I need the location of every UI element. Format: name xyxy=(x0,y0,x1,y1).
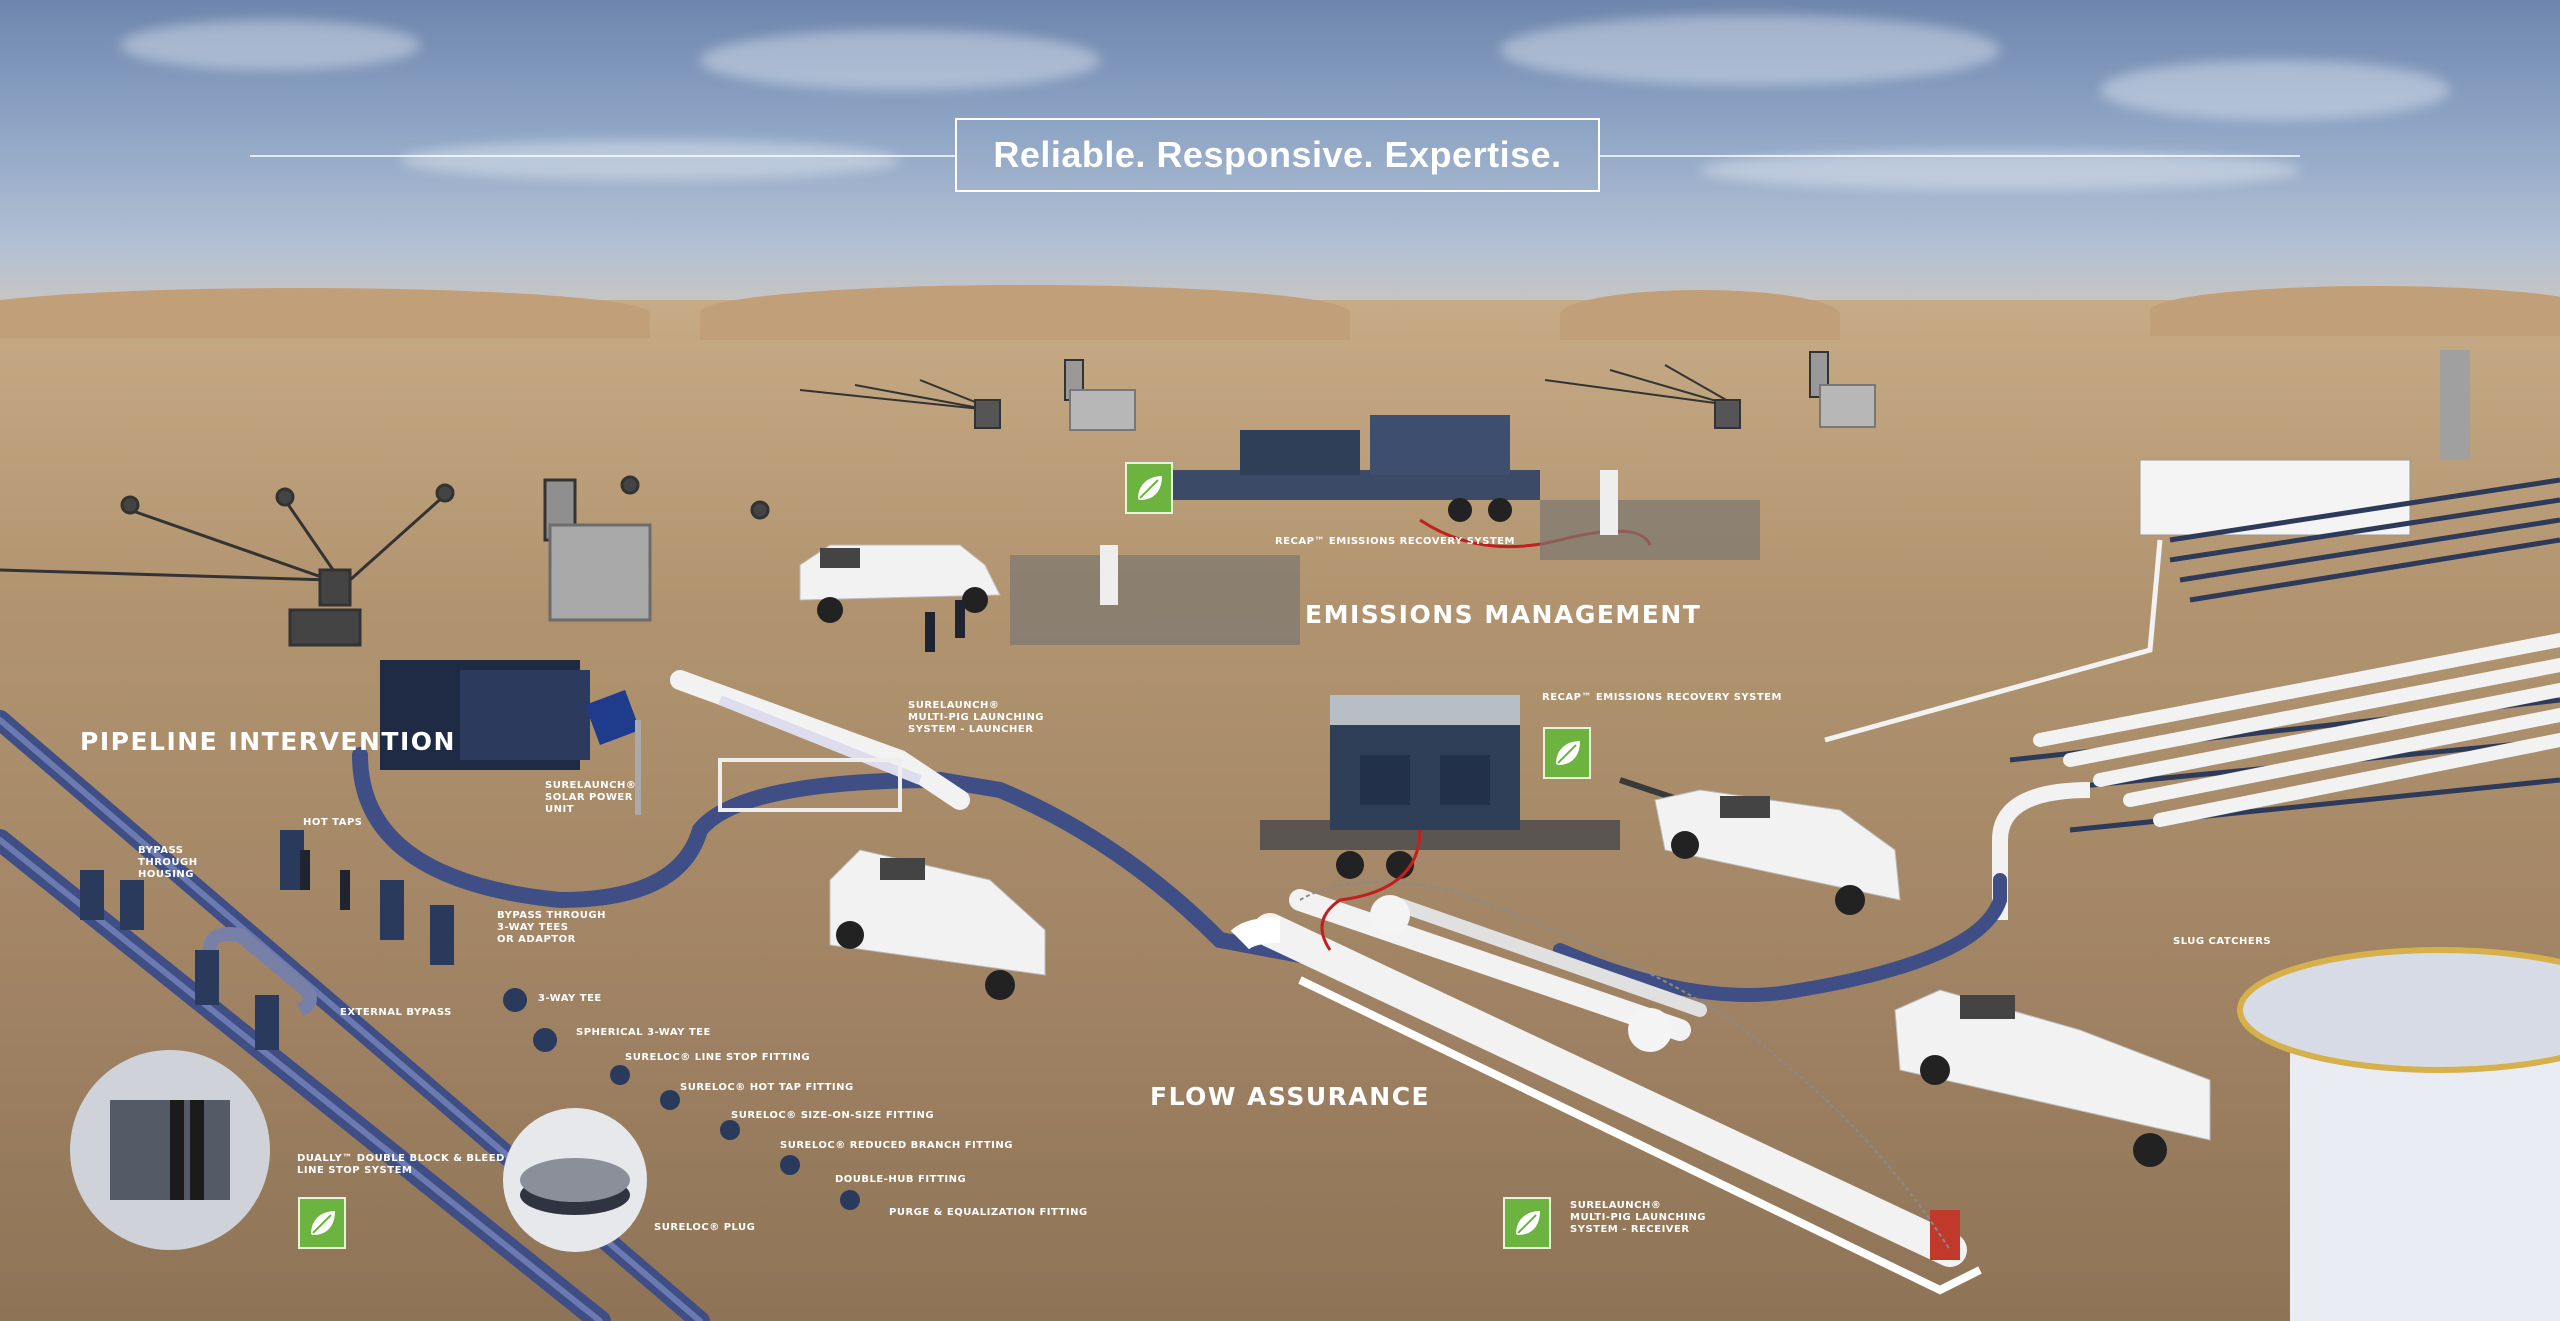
hill xyxy=(2150,286,2560,336)
recap-trailer-mid xyxy=(1260,695,1681,951)
label-hot-tap-fitting: SURELOC® HOT TAP FITTING xyxy=(680,1082,854,1093)
label-recap-mid: RECAP™ EMISSIONS RECOVERY SYSTEM xyxy=(1542,692,1782,703)
label-reduced-branch: SURELOC® REDUCED BRANCH FITTING xyxy=(780,1140,1013,1151)
label-three-way-tee: 3-WAY TEE xyxy=(538,993,602,1004)
hill xyxy=(700,285,1350,340)
label-hot-taps: HOT TAPS xyxy=(303,817,363,828)
hill xyxy=(1560,290,1840,340)
sky xyxy=(0,0,2560,330)
label-double-hub: DOUBLE-HUB FITTING xyxy=(835,1174,967,1185)
leaf-icon xyxy=(1503,1197,1551,1249)
tagline-rule-left xyxy=(250,155,955,157)
cloud xyxy=(2100,60,2450,120)
label-spherical-tee: SPHERICAL 3-WAY TEE xyxy=(576,1027,711,1038)
wellsite-far-right xyxy=(1544,351,1876,429)
wellsite-far-left xyxy=(0,475,770,647)
workers xyxy=(300,600,965,910)
tagline-rule-right xyxy=(1600,155,2300,157)
sureloc-plug-detail-circle xyxy=(503,1108,647,1252)
slug-catcher-structure xyxy=(1824,350,2560,920)
label-surelaunch-receiver: SURELAUNCH® MULTI-PIG LAUNCHING SYSTEM -… xyxy=(1570,1200,1707,1235)
label-surelaunch-launcher: SURELAUNCH® MULTI-PIG LAUNCHING SYSTEM -… xyxy=(908,700,1045,735)
pickup-truck xyxy=(799,544,1001,623)
label-surelaunch-solar: SURELAUNCH® SOLAR POWER UNIT xyxy=(545,780,637,815)
label-bypass-tees: BYPASS THROUGH 3-WAY TEES OR ADAPTOR xyxy=(497,910,606,945)
hill xyxy=(0,288,650,338)
pickup-truck xyxy=(829,849,1046,1000)
wellsite-far-center xyxy=(799,359,1136,431)
hot-tap-fittings xyxy=(80,830,860,1210)
cloud xyxy=(700,30,1100,90)
section-pipeline-intervention: PIPELINE INTERVENTION xyxy=(80,727,456,756)
leaf-icon xyxy=(1543,727,1591,779)
leaf-icon xyxy=(1125,462,1173,514)
label-purge: PURGE & EQUALIZATION FITTING xyxy=(889,1207,1088,1218)
storage-tank xyxy=(2237,947,2560,1321)
section-flow-assurance: FLOW ASSURANCE xyxy=(1150,1082,1431,1111)
label-bypass-housing: BYPASS THROUGH HOUSING xyxy=(138,845,198,880)
pickup-truck xyxy=(1894,989,2211,1167)
surelaunch-launcher xyxy=(380,660,970,815)
recap-trailer-top xyxy=(1010,415,1760,645)
label-size-on-size: SURELOC® SIZE-ON-SIZE FITTING xyxy=(731,1110,935,1121)
dually-detail-circle xyxy=(70,1050,270,1250)
label-recap-top: RECAP™ EMISSIONS RECOVERY SYSTEM xyxy=(1275,536,1515,547)
surelaunch-receiver xyxy=(1230,881,1982,1295)
label-dually: DUALLY™ DOUBLE BLOCK & BLEED LINE STOP S… xyxy=(297,1153,505,1176)
cloud xyxy=(1500,15,2000,85)
label-slug-catchers: SLUG CATCHERS xyxy=(2173,936,2272,947)
cloud xyxy=(400,140,900,180)
pickup-truck xyxy=(1654,789,1901,915)
cloud xyxy=(120,20,420,70)
section-emissions-management: EMISSIONS MANAGEMENT xyxy=(1305,600,1702,629)
label-line-stop: SURELOC® LINE STOP FITTING xyxy=(625,1052,811,1063)
tagline: Reliable. Responsive. Expertise. xyxy=(955,118,1600,192)
leaf-icon xyxy=(298,1197,346,1249)
label-sureloc-plug: SURELOC® PLUG xyxy=(654,1222,756,1233)
label-external-bypass: EXTERNAL BYPASS xyxy=(340,1007,452,1018)
